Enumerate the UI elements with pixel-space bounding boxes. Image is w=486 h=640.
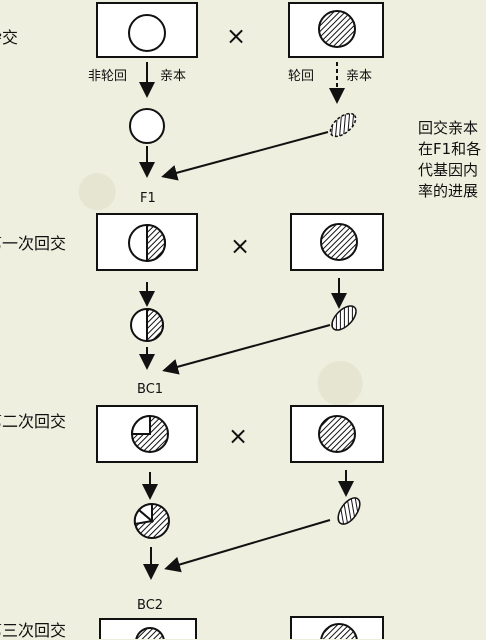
bc2-cell — [135, 627, 165, 639]
side-note-line: 率的进展 — [418, 182, 479, 200]
recurrent-cell — [320, 623, 358, 639]
gamete-recurrent — [329, 112, 357, 138]
recurrent-label: 轮回 — [288, 69, 315, 84]
gamete-non-recurrent — [129, 108, 165, 144]
non-recurrent-label: 非轮回 — [88, 69, 128, 84]
side-note: 回交亲本 在F1和各 代基因内 率的进展 — [418, 118, 481, 202]
side-note-line: 代基因内 — [418, 161, 479, 179]
gamete-f1-half — [146, 307, 164, 343]
gamete-recurrent — [331, 305, 357, 331]
recurrent-cell — [318, 415, 356, 453]
row-label-backcross-2: 第二次回交 — [0, 412, 67, 431]
recurrent-cell — [318, 10, 356, 48]
cross-symbol: × — [230, 232, 251, 260]
generation-label-f1: F1 — [140, 191, 156, 206]
row-label-backcross-3: 第三次回交 — [0, 621, 67, 640]
side-note-line: 回交亲本 — [418, 119, 479, 137]
cross-symbol: × — [228, 422, 249, 450]
arrow-diagonal — [161, 131, 329, 181]
gamete-bc1-slice — [137, 502, 153, 524]
side-note-line: 在F1和各 — [418, 140, 482, 158]
gamete-recurrent — [337, 497, 361, 525]
arrow-diagonal — [162, 324, 331, 375]
parent-label-right: 亲本 — [346, 69, 373, 84]
recurrent-cell — [320, 223, 358, 261]
generation-label-bc2: BC2 — [137, 598, 164, 613]
generation-label-bc1: BC1 — [137, 382, 164, 397]
f1-cell-half — [146, 223, 166, 263]
row-label-backcross-1: 第一次回交 — [0, 234, 67, 253]
parent-label-left: 亲本 — [160, 69, 187, 84]
bc1-cell-quarter — [130, 414, 151, 435]
arrow-diagonal — [164, 519, 331, 573]
row-label-cross: 杂交 — [0, 28, 19, 47]
non-recurrent-cell — [128, 14, 166, 52]
cross-symbol: × — [226, 22, 247, 50]
